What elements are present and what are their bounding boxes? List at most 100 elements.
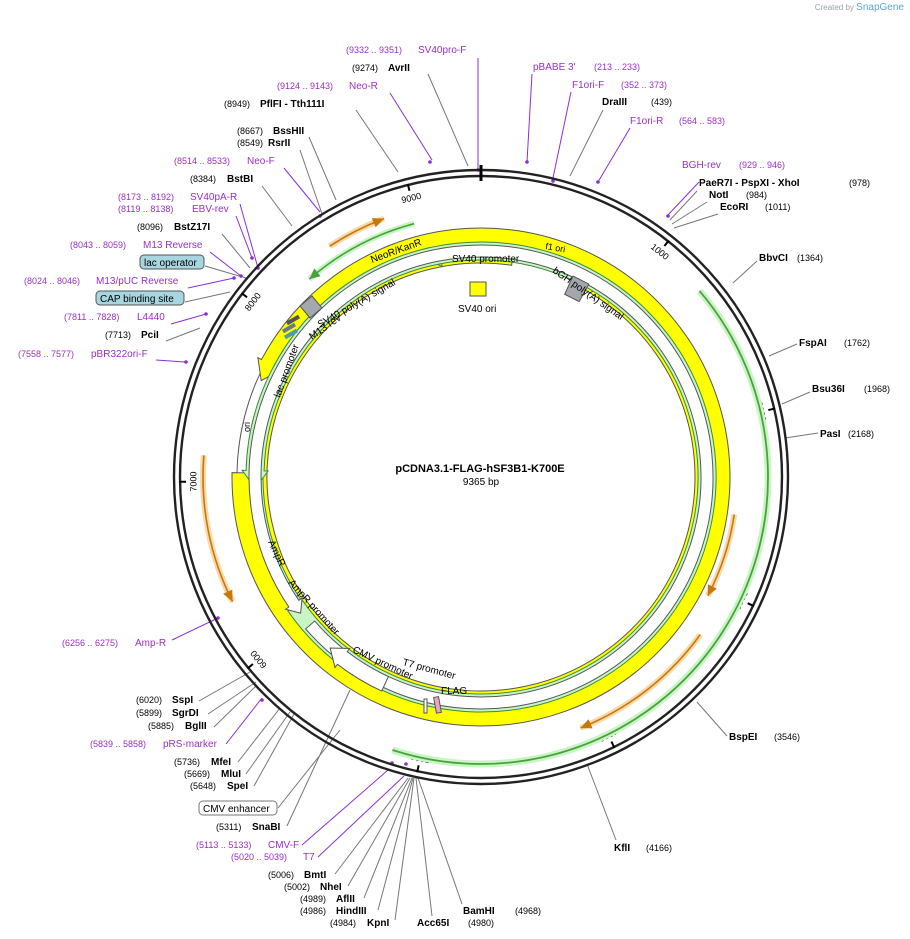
site-aflii-name: AflII [336,894,355,905]
site-t7-range: (5020 .. 5039) [231,852,287,862]
site-neo-r-name: Neo-R [349,81,378,92]
label-f1-ori: f1 ori [545,241,566,254]
label-sv40-ori: SV40 ori [458,304,496,315]
sv40-polya-box [299,295,323,319]
lead-cmv-enhancer [277,729,341,809]
site-f1ori-r-range: (564 .. 583) [679,116,725,126]
site-tth-pos: (8949) [224,99,250,109]
site-kfli-name: KflI [614,843,630,854]
primer-site-mark [551,179,555,183]
lead-m13-reverse [209,251,242,277]
lead-kpni [394,777,415,921]
lead-nhei [347,777,411,887]
site-bspei-name: BspEI [729,732,758,743]
lead-sgrdi [207,681,257,715]
orf-arc-2 [580,634,701,729]
lead-cap [184,291,231,303]
site-bspei-pos: (3546) [774,732,800,742]
lead-rsrii [299,149,323,215]
site-m13-reverse-name: M13 Reverse [143,240,203,251]
tick-mark-9000 [406,183,411,192]
primer-site-mark [525,160,529,164]
tick-label-6000: 6000 [248,648,268,670]
site-lac-operator: lac operator [144,258,197,269]
label-sv40-promoter: SV40 promoter [452,254,520,265]
site-prs-range: (5839 .. 5858) [90,739,146,749]
site-l4440-range: (7811 .. 7828) [64,312,119,322]
lead-neo-f [283,167,321,213]
site-bamhi-name: BamHI [463,906,495,917]
lead-f1ori-f [552,91,572,179]
primer-site-mark [239,274,243,278]
site-avrii-pos: (9274) [352,63,378,73]
lead-noti [671,201,708,225]
lead-pbabe [526,73,533,163]
site-mlui-name: MluI [221,769,241,780]
site-ebv-rev-name: EBV-rev [192,204,229,215]
site-sv40pa-r-name: SV40pA-R [190,192,237,203]
site-cmv-enhancer-box [198,800,278,816]
site-pbr322-name: pBR322ori-F [91,349,148,360]
tick-label-7000: 7000 [188,471,198,491]
neo-line-head [309,268,321,280]
site-l4440-name: L4440 [137,312,165,323]
site-rsrii-pos: (8549) [237,138,263,148]
lead-xho [669,190,698,221]
site-hindiii-pos: (4986) [300,906,326,916]
site-m13-puc-range: (8024 .. 8046) [24,276,80,286]
site-pcii-name: PciI [141,330,159,341]
site-bsu36i-pos: (1968) [864,384,890,394]
site-xho-pos: (978) [849,178,870,188]
site-f1ori-f-name: F1ori-F [572,80,604,91]
site-draiii-pos: (439) [651,97,672,107]
lead-prs [225,697,263,745]
site-bsshii-name: BssHII [273,126,304,137]
site-draiii-name: DraIII [602,97,627,108]
ampr-promoter-arrow [248,244,714,710]
site-snabi-pos: (5311) [216,822,241,832]
site-avrii-name: AvrII [388,63,410,74]
lead-tth [355,109,399,173]
site-ecori-pos: (1011) [765,202,790,212]
tick-label-9000: 9000 [400,191,422,206]
site-mfei-name: MfeI [211,757,231,768]
site-cap-binding: CAP binding site [100,294,174,305]
lead-ecori [673,213,719,229]
plasmid-name: pCDNA3.1-FLAG-hSF3B1-K700E [395,463,564,475]
site-pbabe-name: pBABE 3' [533,62,576,73]
primer-site-mark [666,214,670,218]
orf-arc-3 [202,455,234,603]
site-amp-r-range: (6256 .. 6275) [62,638,118,648]
site-aflii-pos: (4989) [300,894,326,904]
tick-mark-4000 [610,741,616,749]
site-pasi-pos: (2168) [848,429,874,439]
site-neo-f-name: Neo-F [247,156,275,167]
primer-site-mark [232,276,236,280]
site-kpni-pos: (4984) [330,918,356,928]
label-flag: FLAG [441,686,467,697]
lead-pbr322 [155,359,186,363]
primer-site-mark [204,312,208,316]
credit-brand: SnapGene [856,2,904,13]
site-mlui-pos: (5669) [184,769,210,779]
site-pasi-name: PasI [820,429,841,440]
site-hindiii-name: HindIII [336,906,367,917]
site-prs-name: pRS-marker [163,739,218,750]
site-bstz17i-pos: (8096) [137,222,163,232]
site-fspai-name: FspAI [799,338,827,349]
site-pcii-pos: (7713) [105,330,131,340]
site-spei-pos: (5648) [190,781,216,791]
lac-operator-mark [281,322,297,334]
lead-bmti [334,777,409,875]
site-sspi-name: SspI [172,695,193,706]
site-bglii-name: BglII [185,721,207,732]
site-pbr322-range: (7558 .. 7577) [18,349,74,359]
tick-mark-1000 [663,239,670,247]
bgh-polya-box [564,275,590,303]
lead-bamhi [417,777,463,905]
site-cmv-f-name: CMV-F [268,840,299,851]
lead-m13-puc [187,277,235,289]
site-bsu36i-name: Bsu36I [812,384,845,395]
site-amp-r-name: Amp-R [135,638,166,649]
